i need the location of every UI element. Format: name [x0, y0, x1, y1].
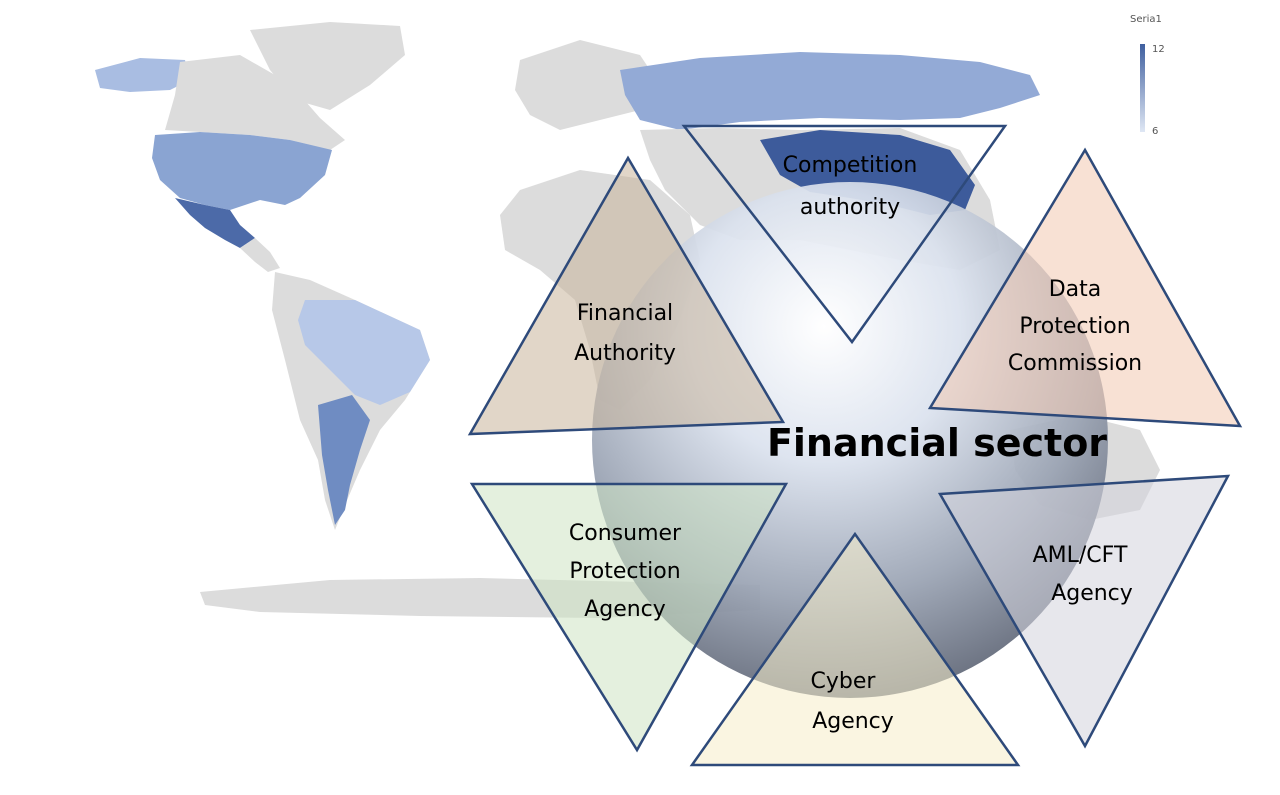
data-protection-label-line1: Data	[1049, 277, 1102, 302]
aml-cft-label-line2: Agency	[1051, 581, 1133, 606]
competition-authority-label-line2: authority	[800, 195, 900, 220]
competition-authority-triangle	[681, 124, 1008, 345]
data-protection-label-line3: Commission	[1008, 351, 1142, 376]
map-alaska	[95, 58, 190, 92]
agency-labels: Competition authority Financial Authorit…	[569, 153, 1142, 734]
map-usa	[152, 132, 332, 210]
map-central-america	[240, 238, 280, 272]
agency-triangles	[467, 124, 1243, 767]
financial-sector-label: Financial sector	[767, 421, 1107, 465]
map-russia	[620, 52, 1040, 130]
map-brazil	[298, 300, 430, 405]
legend-max-label: 12	[1152, 44, 1165, 55]
map-legend: Seria1 12 6	[1130, 14, 1165, 137]
cyber-agency-triangle	[689, 531, 1021, 767]
map-argentina	[318, 395, 370, 525]
legend-title: Seria1	[1130, 14, 1162, 25]
consumer-protection-label-line2: Protection	[569, 559, 680, 584]
map-canada	[165, 55, 345, 150]
aml-cft-agency-triangle	[937, 474, 1231, 749]
legend-min-label: 6	[1152, 126, 1158, 137]
financial-authority-label-line2: Authority	[574, 341, 676, 366]
cyber-agency-label-line1: Cyber	[811, 669, 877, 694]
legend-color-bar	[1140, 44, 1145, 132]
map-europe	[515, 40, 660, 130]
consumer-protection-label-line3: Agency	[584, 597, 666, 622]
consumer-protection-label-line1: Consumer	[569, 521, 682, 546]
data-protection-label-line2: Protection	[1019, 314, 1130, 339]
financial-authority-label-line1: Financial	[577, 301, 673, 326]
cyber-agency-label-line2: Agency	[812, 709, 894, 734]
consumer-protection-agency-triangle	[469, 482, 789, 753]
financial-authority-triangle	[467, 155, 786, 436]
aml-cft-label-line1: AML/CFT	[1033, 543, 1128, 568]
competition-authority-label-line1: Competition	[783, 153, 918, 178]
data-protection-commission-triangle	[927, 147, 1243, 428]
map-mexico	[175, 198, 255, 248]
